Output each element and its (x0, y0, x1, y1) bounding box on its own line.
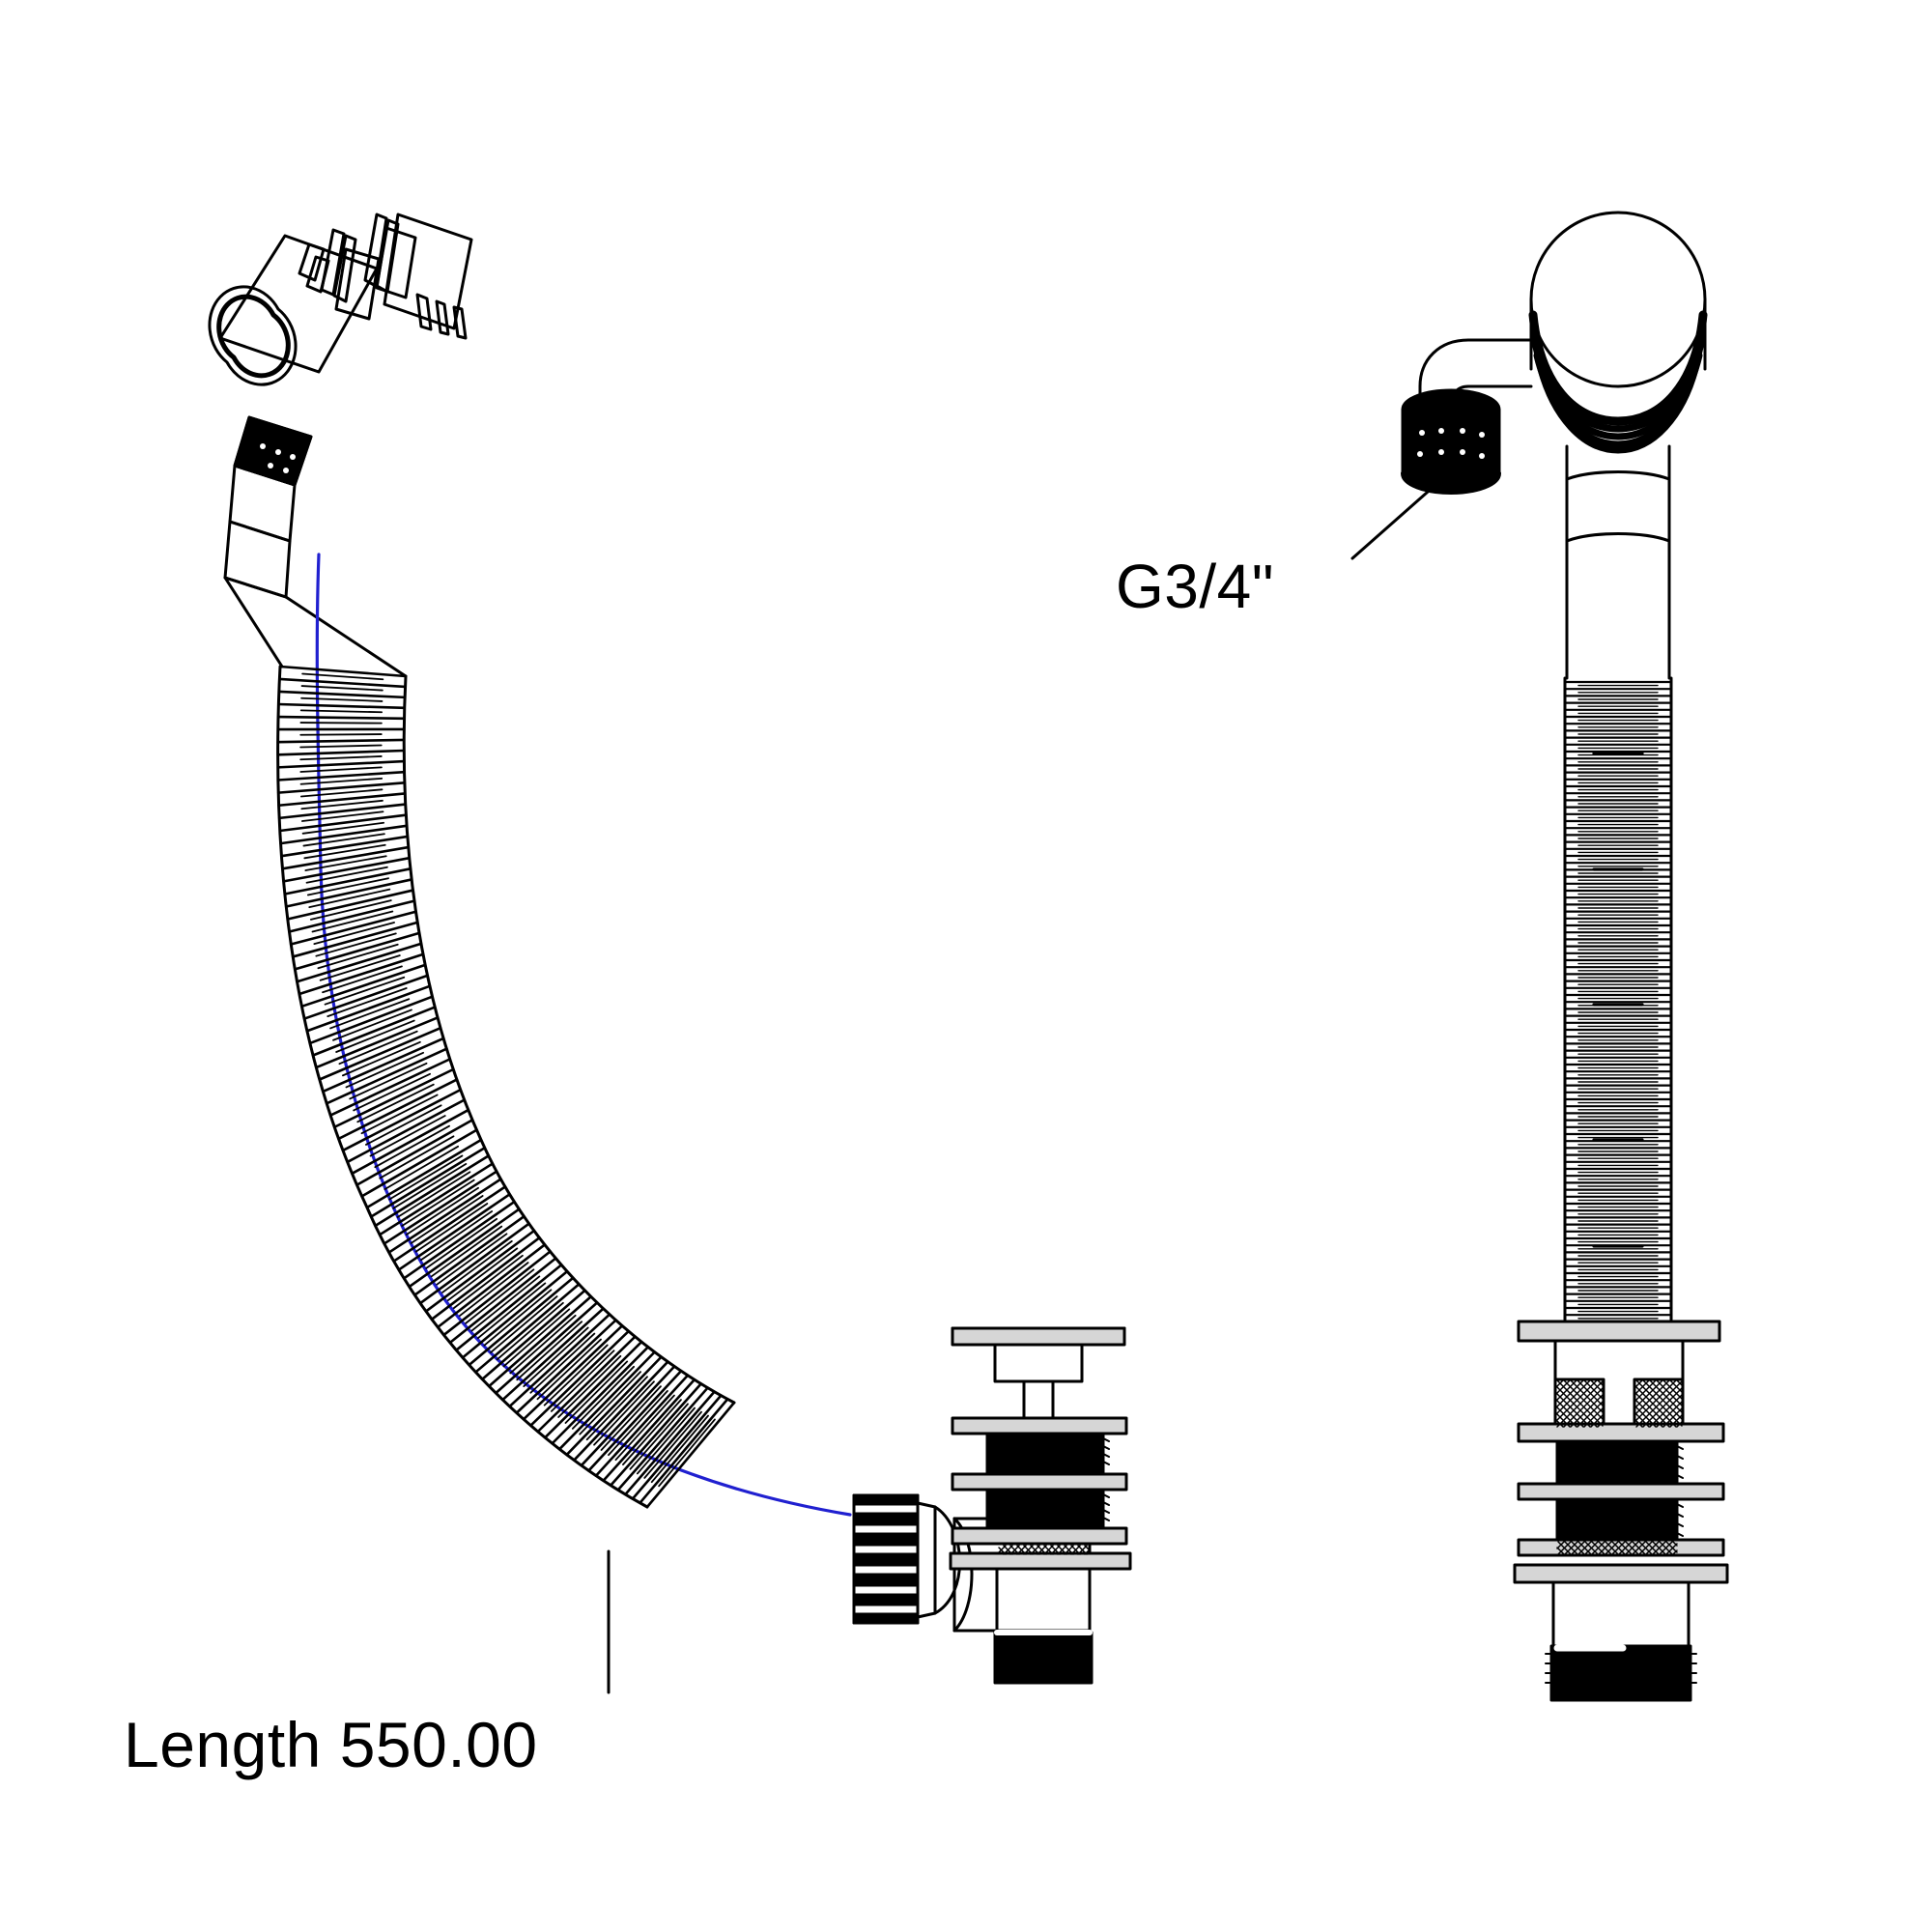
section-hatch-front (998, 1379, 1683, 1555)
flange-stack-front (1513, 1320, 1729, 1702)
leader-lines (607, 454, 1470, 1694)
corrugation-ribs-iso (276, 665, 736, 1509)
smooth-pipe-section-iso (223, 464, 408, 678)
thread-size-annotation-label: G3/4" (1116, 552, 1274, 621)
knurled-union-nut-iso (850, 1493, 961, 1625)
thread-leader-line (1350, 454, 1470, 560)
flange-stack-iso (949, 1326, 1132, 1685)
length-annotation-label: Length 550.00 (124, 1709, 538, 1780)
g34-threaded-connector-front (1401, 338, 1533, 495)
corrugated-flexible-hose-front (1563, 676, 1673, 1321)
thread-leader-arrowhead (1447, 454, 1470, 471)
smooth-pipe-section-front (1565, 444, 1671, 680)
overflow-cap-exploded (208, 213, 473, 487)
overflow-cap-disc-front (1528, 211, 1708, 454)
corrugation-ribs-front (1563, 680, 1673, 1320)
